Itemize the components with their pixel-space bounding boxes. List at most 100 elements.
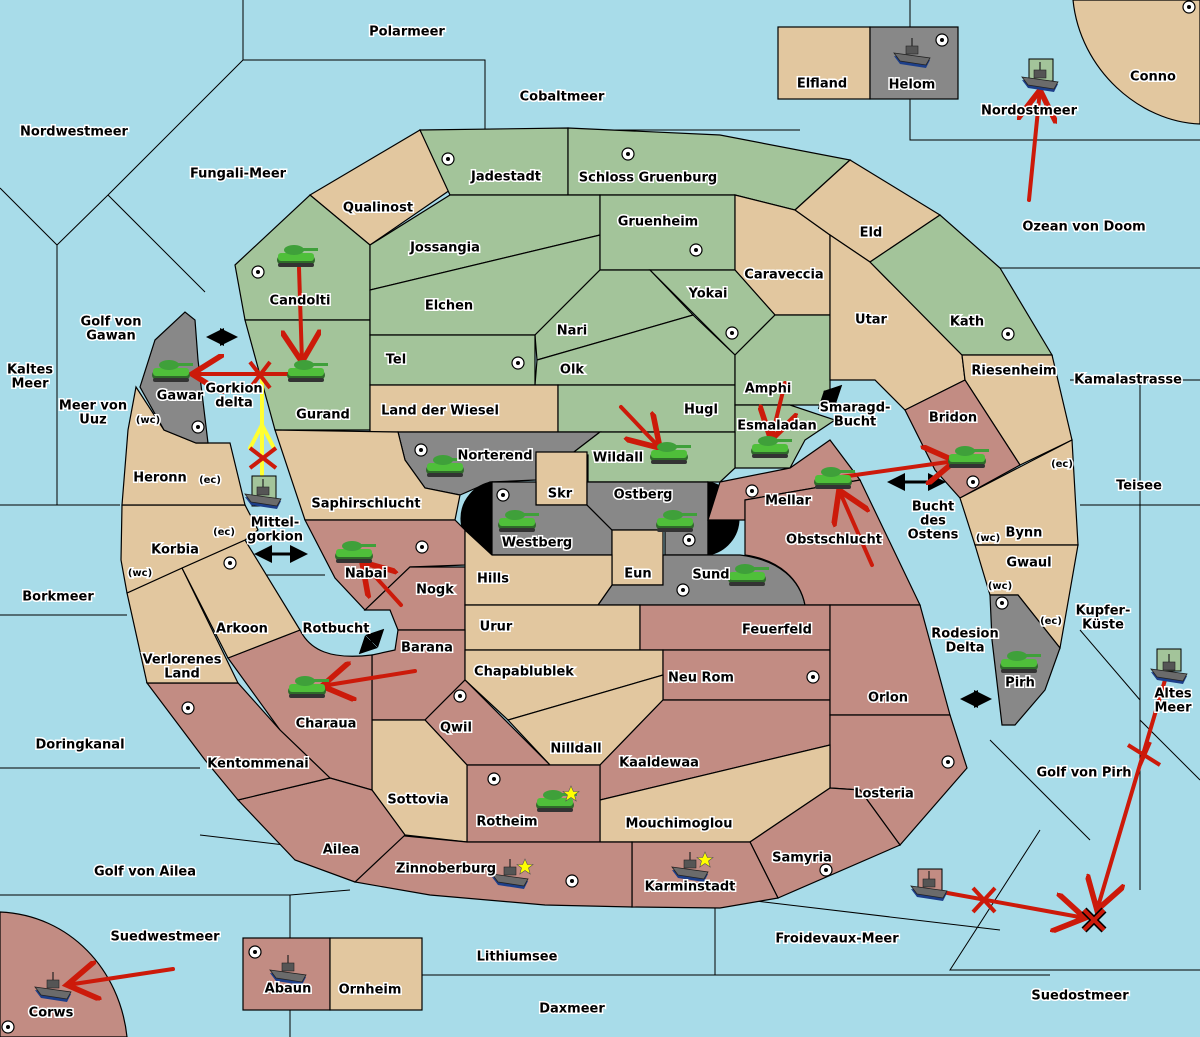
sea-label-altesmeer: Altes: [1154, 687, 1192, 702]
sea-label-kaltes: Kaltes: [7, 363, 53, 378]
sea-label-froidevaux: Froidevaux-Meer: [775, 932, 899, 947]
order-amphi-esmaladan: [771, 381, 785, 440]
territory-label-mellar: Mellar: [765, 494, 811, 509]
territory-label-jadestadt: Jadestadt: [470, 170, 541, 185]
sea-label-golfgawan: Gawan: [86, 329, 135, 344]
territory-gruenheim[interactable]: [599, 194, 736, 271]
supply-center-icon: [511, 356, 525, 370]
order-froidevaux-suedostmeer: [940, 890, 1085, 918]
supply-center-icon: [453, 689, 467, 703]
territory-zinnoberburg[interactable]: [353, 834, 633, 908]
support-arrowhead: [248, 420, 276, 450]
supply-center-icon: [487, 772, 501, 786]
territory-label-verlorenes: Verlorenes: [142, 653, 221, 668]
sea-label-mittelgorkion: gorkion: [247, 530, 303, 545]
territory-label-urur: Urur: [480, 620, 513, 635]
sea-label-golfailea: Golf von Ailea: [94, 865, 196, 880]
territory-samyria[interactable]: [749, 787, 901, 899]
territory-conno[interactable]: [1072, 0, 1200, 125]
territory-label-nabai: Nabai: [345, 567, 387, 582]
territory-label-zinnoberburg: Zinnoberburg: [396, 862, 496, 877]
supply-center-icon: [689, 243, 703, 257]
territory-label-ostberg: Ostberg: [614, 488, 673, 503]
territory-label-sund: Sund: [692, 568, 729, 583]
territory-label-esmaladan: Esmaladan: [737, 419, 817, 434]
sea-label-suedostmeer: Suedostmeer: [1031, 989, 1129, 1004]
sea-label-doringkanal: Doringkanal: [35, 738, 124, 753]
supply-center-icon: [496, 488, 510, 502]
territory-label-charaua: Charaua: [296, 717, 357, 732]
sea-label-smaragd: Smaragd-: [820, 401, 891, 416]
territory-label-mouchimoglou: Mouchimoglou: [626, 817, 733, 832]
supply-center-icon: [941, 755, 955, 769]
sea-label-rodesion: Delta: [945, 641, 984, 656]
order-mellar-bridon: [832, 461, 955, 478]
territory-label-losteria: Losteria: [854, 787, 914, 802]
territory-label-gurand: Gurand: [296, 408, 350, 423]
order-hugl-wildall: [619, 405, 660, 448]
territory-korbia[interactable]: [120, 504, 259, 594]
coast-label-bynn: (wc): [976, 533, 1000, 544]
territory-label-hugl: Hugl: [684, 403, 718, 418]
order-nogk-nabai: [362, 562, 403, 607]
territory-label-neurom: Neu Rom: [668, 671, 734, 686]
sea-label-nordwestmeer: Nordwestmeer: [20, 125, 128, 140]
sea-label-kamala: Kamalastrasse: [1074, 373, 1182, 388]
coast-label-korbia: (ec): [213, 527, 235, 538]
supply-center-icon: [621, 147, 635, 161]
territory-label-ornheim: Ornheim: [339, 983, 402, 998]
territory-label-westberg: Westberg: [502, 536, 572, 551]
supply-center-icon: [441, 152, 455, 166]
territory-ornheim[interactable]: [329, 937, 423, 1011]
territory-label-korbia: Korbia: [151, 543, 199, 558]
territory-label-caraveccia: Caraveccia: [744, 268, 823, 283]
territory-label-eld: Eld: [860, 226, 883, 241]
territory-label-nari: Nari: [557, 324, 588, 339]
territory-label-skr: Skr: [548, 487, 573, 502]
territory-label-conno: Conno: [1130, 70, 1176, 85]
sea-label-buchtostens: Bucht: [912, 500, 954, 515]
coast-label-heronn: (ec): [199, 475, 221, 486]
cross-marker: [248, 446, 278, 470]
territory-label-elchen: Elchen: [425, 299, 473, 314]
sea-label-golfpirh: Golf von Pirh: [1036, 766, 1131, 781]
sea-label-buchtostens: Ostens: [908, 528, 959, 543]
sea-label-ozean: Ozean von Doom: [1022, 220, 1145, 235]
order-candolti-gurand: [299, 266, 302, 362]
territory-label-kentommenai: Kentommenai: [207, 757, 308, 772]
cross-marker: [248, 360, 272, 390]
territory-label-corws: Corws: [29, 1006, 74, 1021]
sea-label-uuz: Uuz: [79, 413, 106, 428]
territory-label-nilldall: Nilldall: [550, 742, 601, 757]
supply-center-icon: [819, 863, 833, 877]
sea-label-borkmeer: Borkmeer: [22, 590, 94, 605]
sea-label-altesmeer: Meer: [1155, 701, 1193, 716]
territory-label-ailea: Ailea: [323, 843, 360, 858]
territory-label-bynn: Bynn: [1006, 526, 1043, 541]
territory-elfland[interactable]: [777, 26, 871, 100]
sea-label-rodesion: Rodesion: [931, 627, 998, 642]
order-barana-charaua: [322, 671, 417, 686]
territory-nari[interactable]: [534, 269, 695, 361]
territory-label-yokai: Yokai: [687, 287, 727, 302]
territory-label-bridon: Bridon: [929, 411, 977, 426]
territory-riesenheim[interactable]: [961, 354, 1073, 466]
territory-label-candolti: Candolti: [270, 294, 331, 309]
sea-label-teisee: Teisee: [1116, 479, 1162, 494]
territory-rotheim[interactable]: [466, 764, 601, 843]
supply-center-icon: [181, 701, 195, 715]
supply-center-icon: [1182, 0, 1196, 14]
territory-label-riesenheim: Riesenheim: [971, 364, 1056, 379]
sea-label-kupfer: Kupfer-: [1076, 604, 1131, 619]
order-obstschlucht-mellar: [839, 490, 874, 567]
supply-center-icon: [682, 533, 696, 547]
sea-label-lithiumsee: Lithiumsee: [477, 950, 558, 965]
supply-center-icon: [248, 945, 262, 959]
territory-label-gruenheim: Gruenheim: [618, 215, 698, 230]
coast-label-korbia: (wc): [128, 568, 152, 579]
territory-label-saphirschlucht: Saphirschlucht: [311, 497, 420, 512]
supply-center-icon: [1001, 327, 1015, 341]
bounce-marker-fill: [1082, 908, 1106, 932]
sea-label-kupfer: Küste: [1082, 618, 1124, 633]
territory-kath[interactable]: [869, 214, 1054, 356]
